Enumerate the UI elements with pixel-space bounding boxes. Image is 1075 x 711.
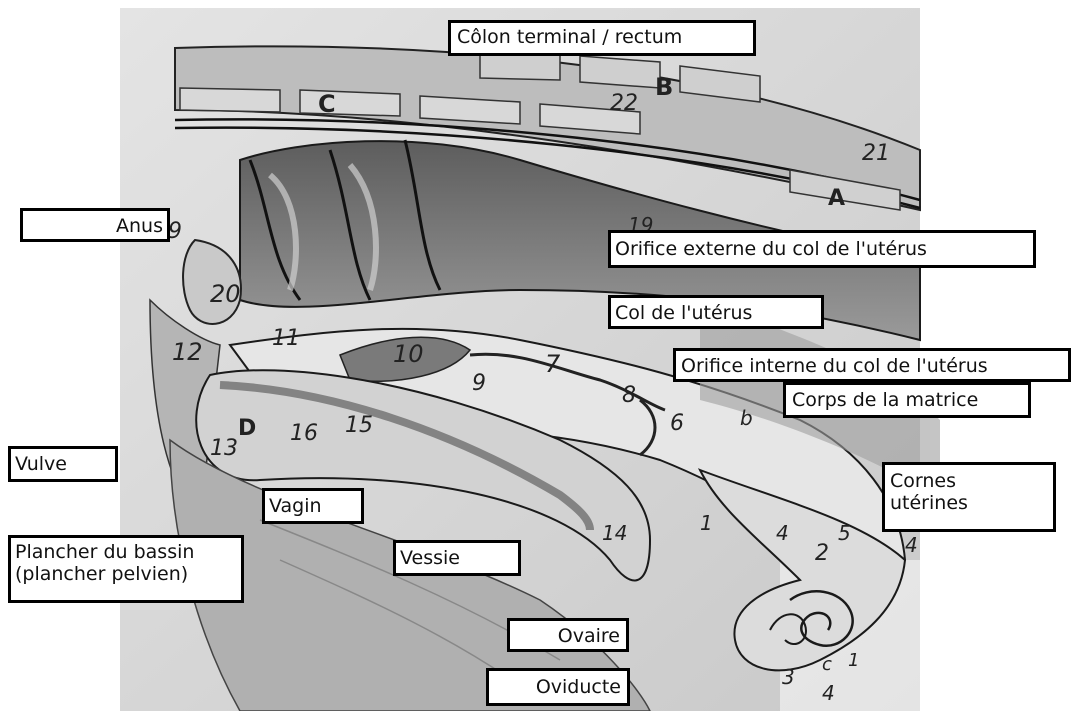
label-plancher-line1: Plancher du bassin bbox=[15, 542, 237, 564]
mark-1: 1 bbox=[700, 511, 713, 535]
label-plancher-bassin: Plancher du bassin (plancher pelvien) bbox=[8, 535, 244, 603]
mark-4a: 4 bbox=[776, 521, 789, 545]
mark-12: 12 bbox=[172, 338, 203, 366]
mark-1b: 1 bbox=[848, 650, 859, 671]
mark-9: 9 bbox=[472, 371, 486, 396]
mark-11: 11 bbox=[272, 326, 300, 351]
label-plancher-line2: (plancher pelvien) bbox=[15, 564, 237, 586]
label-cornes-line1: Cornes bbox=[890, 471, 1048, 493]
mark-15: 15 bbox=[345, 413, 373, 438]
label-anus: Anus bbox=[20, 208, 170, 242]
mark-20: 20 bbox=[210, 280, 241, 308]
mark-22: 22 bbox=[610, 91, 638, 116]
mark-A: A bbox=[828, 186, 845, 211]
mark-b: b bbox=[740, 406, 753, 430]
mark-19a: 9 bbox=[168, 219, 182, 244]
mark-6: 6 bbox=[670, 411, 684, 436]
label-oviducte: Oviducte bbox=[486, 668, 630, 706]
label-ovaire: Ovaire bbox=[507, 618, 629, 652]
mark-14: 14 bbox=[602, 521, 627, 545]
mark-21: 21 bbox=[862, 141, 890, 166]
mark-8: 8 bbox=[622, 383, 636, 408]
mark-3: 3 bbox=[782, 665, 795, 689]
mark-2: 2 bbox=[815, 541, 829, 566]
label-cornes-line2: utérines bbox=[890, 493, 1048, 515]
mark-c: c bbox=[822, 654, 832, 675]
mark-B: B bbox=[655, 73, 673, 101]
label-vulve: Vulve bbox=[8, 446, 118, 482]
mark-C: C bbox=[318, 90, 336, 118]
label-cornes-uterines: Cornes utérines bbox=[882, 462, 1056, 532]
label-vessie: Vessie bbox=[393, 540, 521, 576]
mark-4c: 4 bbox=[822, 681, 835, 705]
mark-16: 16 bbox=[290, 421, 318, 446]
label-vagin: Vagin bbox=[262, 488, 364, 524]
label-corps-matrice: Corps de la matrice bbox=[783, 382, 1031, 418]
mark-7: 7 bbox=[545, 350, 561, 378]
mark-4b: 4 bbox=[905, 533, 918, 557]
mark-D: D bbox=[238, 416, 256, 441]
label-orifice-interne: Orifice interne du col de l'utérus bbox=[673, 348, 1071, 382]
mark-5: 5 bbox=[838, 521, 851, 545]
label-col-uterus: Col de l'utérus bbox=[608, 295, 824, 329]
label-orifice-externe: Orifice externe du col de l'utérus bbox=[608, 230, 1036, 268]
mark-13: 13 bbox=[210, 436, 238, 461]
mark-10: 10 bbox=[393, 340, 424, 368]
label-colon-rectum: Côlon terminal / rectum bbox=[448, 20, 756, 56]
